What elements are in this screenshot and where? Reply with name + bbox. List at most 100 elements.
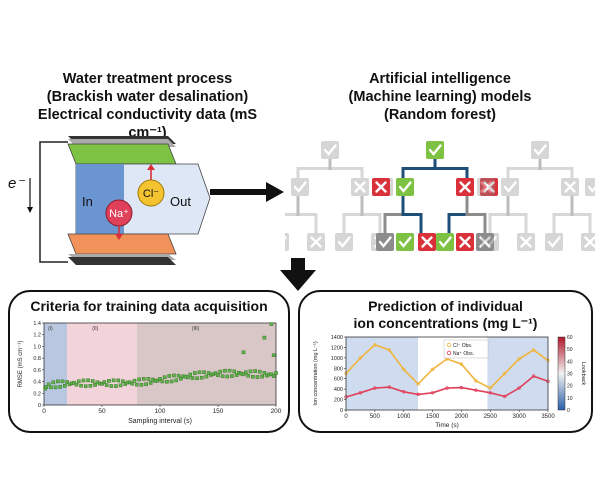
data-point [88, 384, 93, 388]
data-point [148, 381, 153, 385]
check-icon [436, 233, 454, 251]
region-label: (II) [92, 326, 98, 332]
left-header-line2: (Brackish water desalination) [46, 89, 249, 105]
y-tick-label: 0.4 [33, 380, 41, 386]
data-point [248, 369, 253, 374]
x-axis-label: Sampling interval (s) [128, 418, 192, 425]
region-band [67, 323, 137, 405]
series-line [345, 375, 549, 398]
data-point [174, 378, 179, 383]
data-point [250, 374, 255, 379]
check-mark [547, 236, 561, 248]
data-point [241, 372, 246, 377]
check-icon [376, 233, 394, 251]
left-header-line1: Water treatment process [62, 71, 233, 87]
data-point [260, 374, 264, 379]
series-point [387, 348, 391, 352]
data-point [114, 384, 118, 388]
colorbar-tick-label: 0 [567, 408, 570, 414]
data-point [144, 382, 148, 387]
tree-branch [488, 196, 510, 233]
x-tick-label: 1000 [397, 414, 411, 420]
cross-mark [459, 236, 471, 248]
tree-branch [465, 196, 487, 233]
cross-mark [584, 236, 595, 248]
tree-branch [360, 196, 382, 233]
right-header-line2: (Machine learning) models [348, 89, 532, 105]
tree-node [376, 233, 394, 251]
legend-label: Na⁺ Obs. [453, 351, 474, 357]
down-arrow-icon [280, 258, 316, 291]
cross-icon [581, 233, 595, 251]
x-tick-label: 0 [42, 408, 46, 415]
data-point [255, 375, 260, 379]
data-point [104, 383, 109, 387]
colorbar-label: Lookback [580, 362, 586, 386]
check-icon [531, 141, 549, 159]
cross-icon [477, 178, 495, 196]
sodium-arrow-head [115, 234, 123, 240]
check-mark [378, 236, 392, 248]
series-point [517, 357, 521, 361]
cross-icon [480, 178, 498, 196]
series-point [531, 348, 536, 352]
tree-branch [328, 159, 364, 178]
data-point [172, 373, 176, 378]
training-criteria-panel [8, 290, 290, 433]
x-tick-label: 150 [213, 408, 224, 415]
top-electrode-green [67, 143, 177, 165]
data-point [179, 376, 183, 381]
x-tick-label: 3000 [512, 414, 526, 420]
check-mark [337, 236, 351, 248]
data-point [241, 350, 246, 355]
series-point [488, 386, 492, 390]
check-mark [293, 181, 307, 193]
region-label: (III) [192, 326, 200, 332]
check-icon [545, 233, 563, 251]
ion-prediction-title: Prediction of individual ion concentrati… [298, 298, 593, 332]
tree-branch [401, 159, 437, 178]
series-point [503, 394, 507, 399]
left-header: Water treatment process (Brackish water … [20, 70, 275, 142]
series-point [474, 388, 478, 392]
cross-icon [351, 178, 369, 196]
data-point [46, 382, 51, 387]
data-point [271, 374, 276, 378]
series-point [503, 371, 507, 376]
data-point [253, 369, 257, 373]
check-mark [428, 144, 442, 156]
tree-node [585, 178, 595, 196]
legend: Cl⁻ Obs.Na⁺ Obs. [443, 339, 489, 359]
series-point [358, 356, 363, 360]
check-mark [398, 181, 412, 193]
check-mark [503, 181, 517, 193]
check-mark [533, 144, 547, 156]
ion-prediction-title-line1: Prediction of individual [368, 298, 523, 314]
tree-node [426, 141, 444, 159]
phase-band [487, 337, 548, 410]
data-point [83, 384, 88, 388]
phase-band [346, 337, 419, 410]
data-point [186, 375, 190, 380]
data-point [257, 369, 262, 374]
x-tick-label: 0 [344, 414, 348, 420]
tree-node [561, 178, 579, 196]
data-point [81, 378, 86, 383]
tree-node [335, 233, 353, 251]
series-point [445, 386, 449, 390]
data-point [269, 372, 274, 377]
data-point [134, 382, 139, 387]
x-tick-label: 200 [271, 408, 282, 415]
data-point [202, 370, 206, 375]
cross-icon [561, 178, 579, 196]
check-mark [587, 185, 595, 193]
data-point [269, 322, 274, 326]
y-tick-label: 1400 [331, 335, 343, 341]
tree-branch [447, 196, 469, 233]
cross-icon [517, 233, 535, 251]
data-point [132, 378, 137, 383]
ion-prediction-panel [298, 290, 593, 433]
data-point [232, 369, 237, 374]
outlet-label: Out [170, 194, 191, 209]
